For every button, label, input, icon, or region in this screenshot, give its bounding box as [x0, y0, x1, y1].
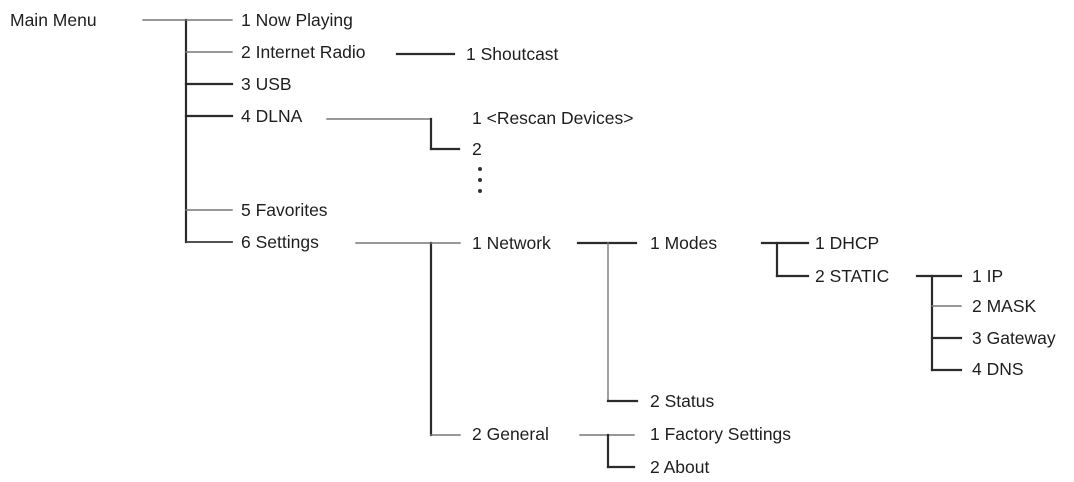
menu-item-now-playing: 1 Now Playing [241, 10, 353, 30]
menu-item-dhcp: 1 DHCP [815, 233, 880, 253]
menu-item-favorites: 5 Favorites [241, 200, 328, 220]
menu-item-gateway: 3 Gateway [972, 328, 1056, 348]
menu-item-general: 2 General [472, 424, 549, 444]
menu-item-dlna: 4 DLNA [241, 106, 303, 126]
menu-item-about: 2 About [650, 457, 710, 477]
menu-item-dns: 4 DNS [972, 359, 1024, 379]
vertical-ellipsis-icon [478, 167, 482, 195]
menu-item-settings: 6 Settings [241, 232, 319, 252]
menu-item-dlna-device-2: 2 [472, 139, 482, 159]
menu-item-network: 1 Network [472, 233, 551, 253]
menu-item-status: 2 Status [650, 391, 715, 411]
menu-item-ip: 1 IP [972, 266, 1004, 286]
menu-item-factory-settings: 1 Factory Settings [650, 424, 792, 444]
menu-item-internet-radio: 2 Internet Radio [241, 42, 366, 62]
menu-item-shoutcast: 1 Shoutcast [466, 44, 559, 64]
menu-item-rescan-devices: 1 <Rescan Devices> [472, 108, 634, 128]
menu-item-mask: 2 MASK [972, 296, 1037, 316]
menu-item-modes: 1 Modes [650, 233, 718, 253]
menu-item-static: 2 STATIC [815, 266, 890, 286]
menu-item-usb: 3 USB [241, 74, 292, 94]
main-menu-label: Main Menu [10, 10, 97, 30]
